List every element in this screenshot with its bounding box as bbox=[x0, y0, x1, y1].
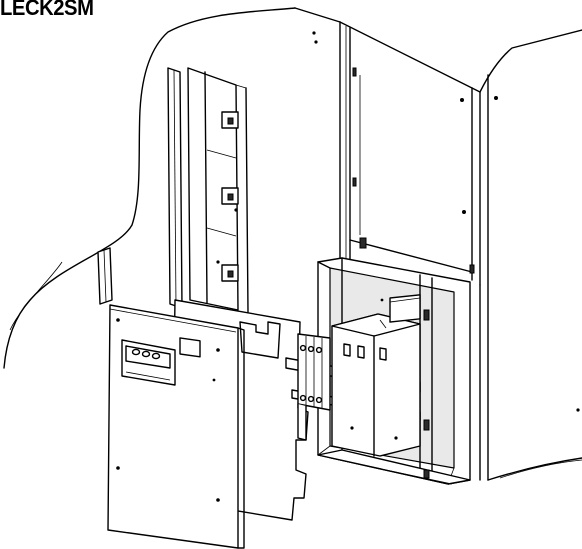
cabinet-cutaway-inner-edge bbox=[9, 261, 63, 331]
terminal-block bbox=[297, 333, 331, 441]
display-panel bbox=[121, 339, 176, 386]
cabinet-main-panel bbox=[294, 7, 481, 286]
contactor-box bbox=[331, 294, 421, 457]
left-bracket bbox=[97, 247, 113, 305]
frame-clips bbox=[359, 237, 430, 479]
gasket-cutout bbox=[239, 321, 281, 359]
cabinet-side-panel bbox=[479, 29, 582, 481]
left-vertical-post bbox=[167, 67, 183, 309]
inner-hinge-rail bbox=[187, 67, 249, 313]
model-label: LECK2SM bbox=[0, 0, 94, 20]
frame-bottom-tray bbox=[317, 449, 471, 485]
